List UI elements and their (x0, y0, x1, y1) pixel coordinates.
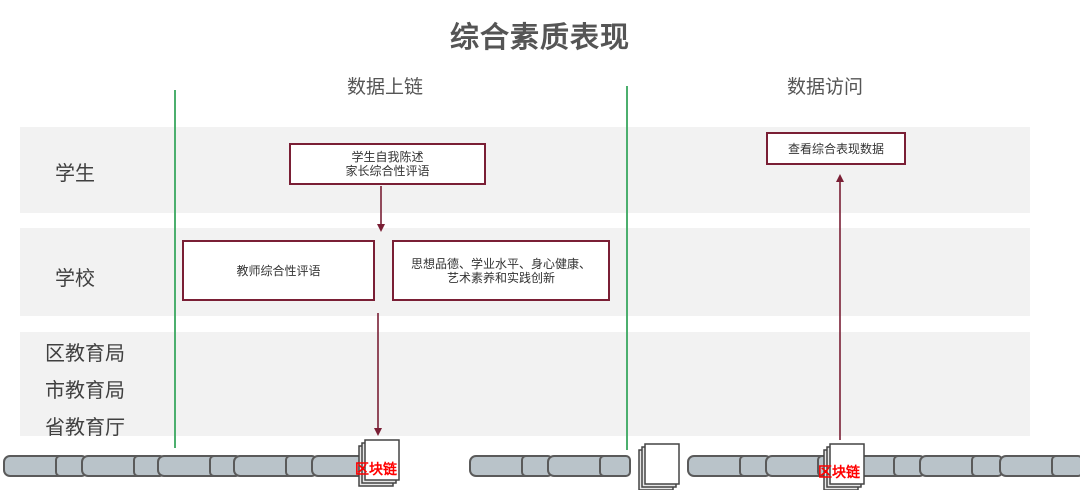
row-label-province-department: 省教育厅 (45, 415, 125, 439)
box-quality-dimensions: 思想品德、学业水平、身心健康、 艺术素养和实践创新 (392, 240, 610, 301)
box-student-statement-line2: 家长综合性评语 (345, 164, 430, 178)
block-icon-1 (358, 439, 400, 487)
block-icon-2 (638, 443, 680, 490)
chain-connector-7 (599, 455, 631, 477)
box-teacher-comment-text: 教师综合性评语 (236, 263, 321, 278)
row-label-student: 学生 (55, 161, 95, 185)
box-student-statement-line1: 学生自我陈述 (351, 150, 424, 164)
divider-left (174, 90, 176, 448)
chain-connector-12 (1051, 455, 1080, 477)
box-quality-dimensions-line1: 思想品德、学业水平、身心健康、 (410, 256, 591, 271)
row-label-district-bureau: 区教育局 (45, 341, 125, 365)
blockchain-label-1: 区块链 (355, 462, 397, 478)
row-label-school: 学校 (55, 266, 95, 290)
box-student-statement: 学生自我陈述 家长综合性评语 (289, 143, 486, 185)
box-view-data: 查看综合表现数据 (766, 132, 906, 165)
block-icon-3 (823, 443, 865, 490)
box-view-data-text: 查看综合表现数据 (787, 141, 884, 156)
box-teacher-comment: 教师综合性评语 (182, 240, 375, 301)
blockchain-label-2: 区块链 (818, 465, 860, 481)
divider-right (626, 86, 628, 450)
row-label-city-bureau: 市教育局 (45, 378, 125, 402)
box-quality-dimensions-line2: 艺术素养和实践创新 (446, 270, 555, 285)
header-data-access: 数据访问 (786, 76, 863, 98)
chain-connector-11 (971, 455, 1003, 477)
band-education-bureaus (20, 332, 1030, 436)
diagram-title: 综合素质表现 (449, 20, 630, 54)
header-data-upload: 数据上链 (346, 76, 423, 98)
